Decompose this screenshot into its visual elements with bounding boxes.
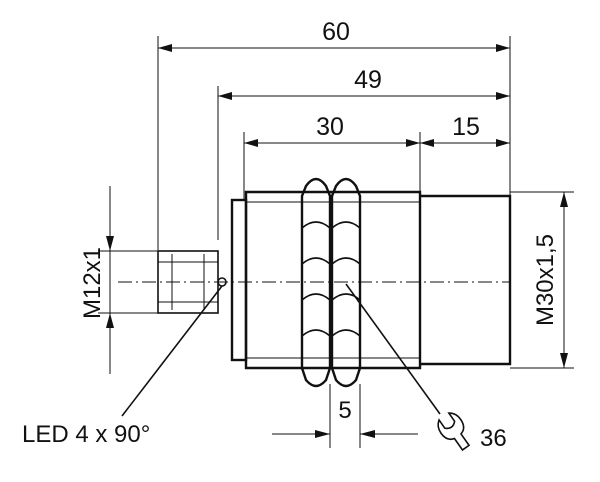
dimension-60-label: 60 [322,18,350,46]
dimension-5-label: 5 [338,397,351,424]
wrench-leader [345,283,441,415]
dimension-60 [158,44,510,52]
hex-nut-1 [300,177,332,388]
dimension-30 [244,139,420,147]
dimension-49 [218,92,510,100]
dimension-49-label: 49 [354,66,382,94]
dimension-15-label: 15 [452,113,480,141]
dimension-m30 [510,191,574,369]
led-label: LED 4 x 90° [22,421,150,448]
connector-m12 [157,250,227,314]
wrench-size-label: 36 [480,425,507,452]
sensor-housing [230,190,512,370]
wrench-icon [437,412,471,452]
dimension-5 [272,384,418,448]
dimension-m12-label: M12x1 [79,247,106,319]
dimension-m12 [98,186,158,374]
dimension-15 [420,139,510,147]
dimension-m30-label: M30x1,5 [532,234,559,326]
dimension-30-label: 30 [316,113,344,141]
hex-nut-2 [330,177,362,388]
led-leader [121,285,223,417]
